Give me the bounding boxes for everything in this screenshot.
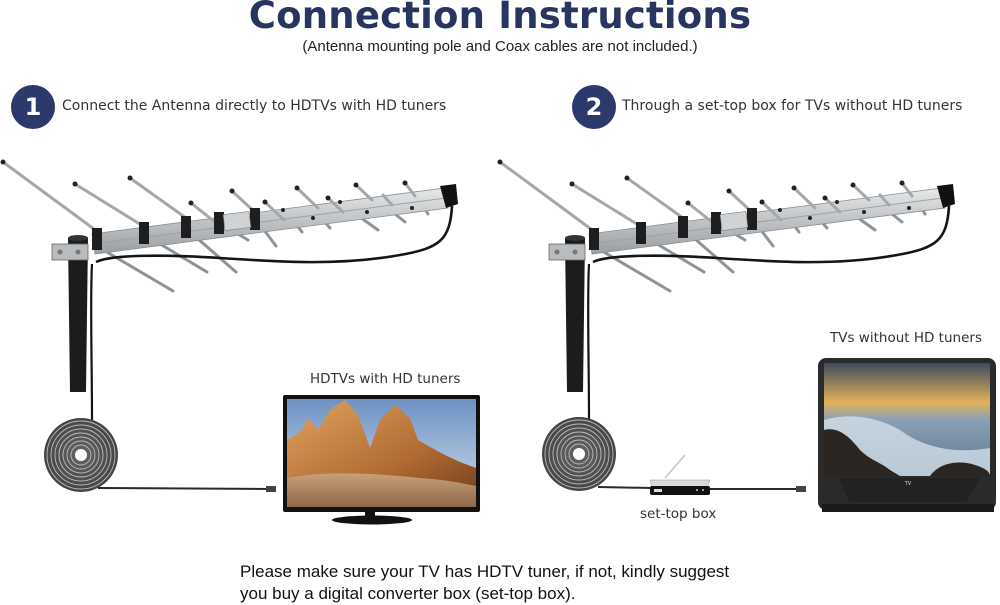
- set-top-box-label: set-top box: [640, 506, 717, 522]
- step-1-text: Connect the Antenna directly to HDTVs wi…: [62, 98, 447, 114]
- crt-tv-label: TVs without HD tuners: [830, 330, 982, 346]
- step-2-text: Through a set-top box for TVs without HD…: [622, 98, 963, 114]
- crt-tv-icon: TV: [818, 358, 996, 512]
- page-title: Connection Instructions: [248, 0, 752, 37]
- footer-note: Please make sure your TV has HDTV tuner,…: [240, 561, 729, 605]
- footer-note-line-1: Please make sure your TV has HDTV tuner,…: [240, 562, 730, 581]
- cable-coil-icon-right: [541, 416, 617, 492]
- tv-brand: TV: [904, 481, 912, 487]
- hdtv-label: HDTVs with HD tuners: [310, 371, 461, 387]
- step-2-badge: 2: [572, 85, 616, 129]
- step-1-badge: 1: [11, 85, 55, 129]
- page-subtitle: (Antenna mounting pole and Coax cables a…: [302, 38, 698, 55]
- footer-note-line-2: you buy a digital converter box (set-top…: [240, 584, 576, 603]
- hdtv-icon: [283, 395, 480, 525]
- set-top-box-icon: [649, 454, 711, 495]
- cable-coil-icon-left: [43, 417, 119, 493]
